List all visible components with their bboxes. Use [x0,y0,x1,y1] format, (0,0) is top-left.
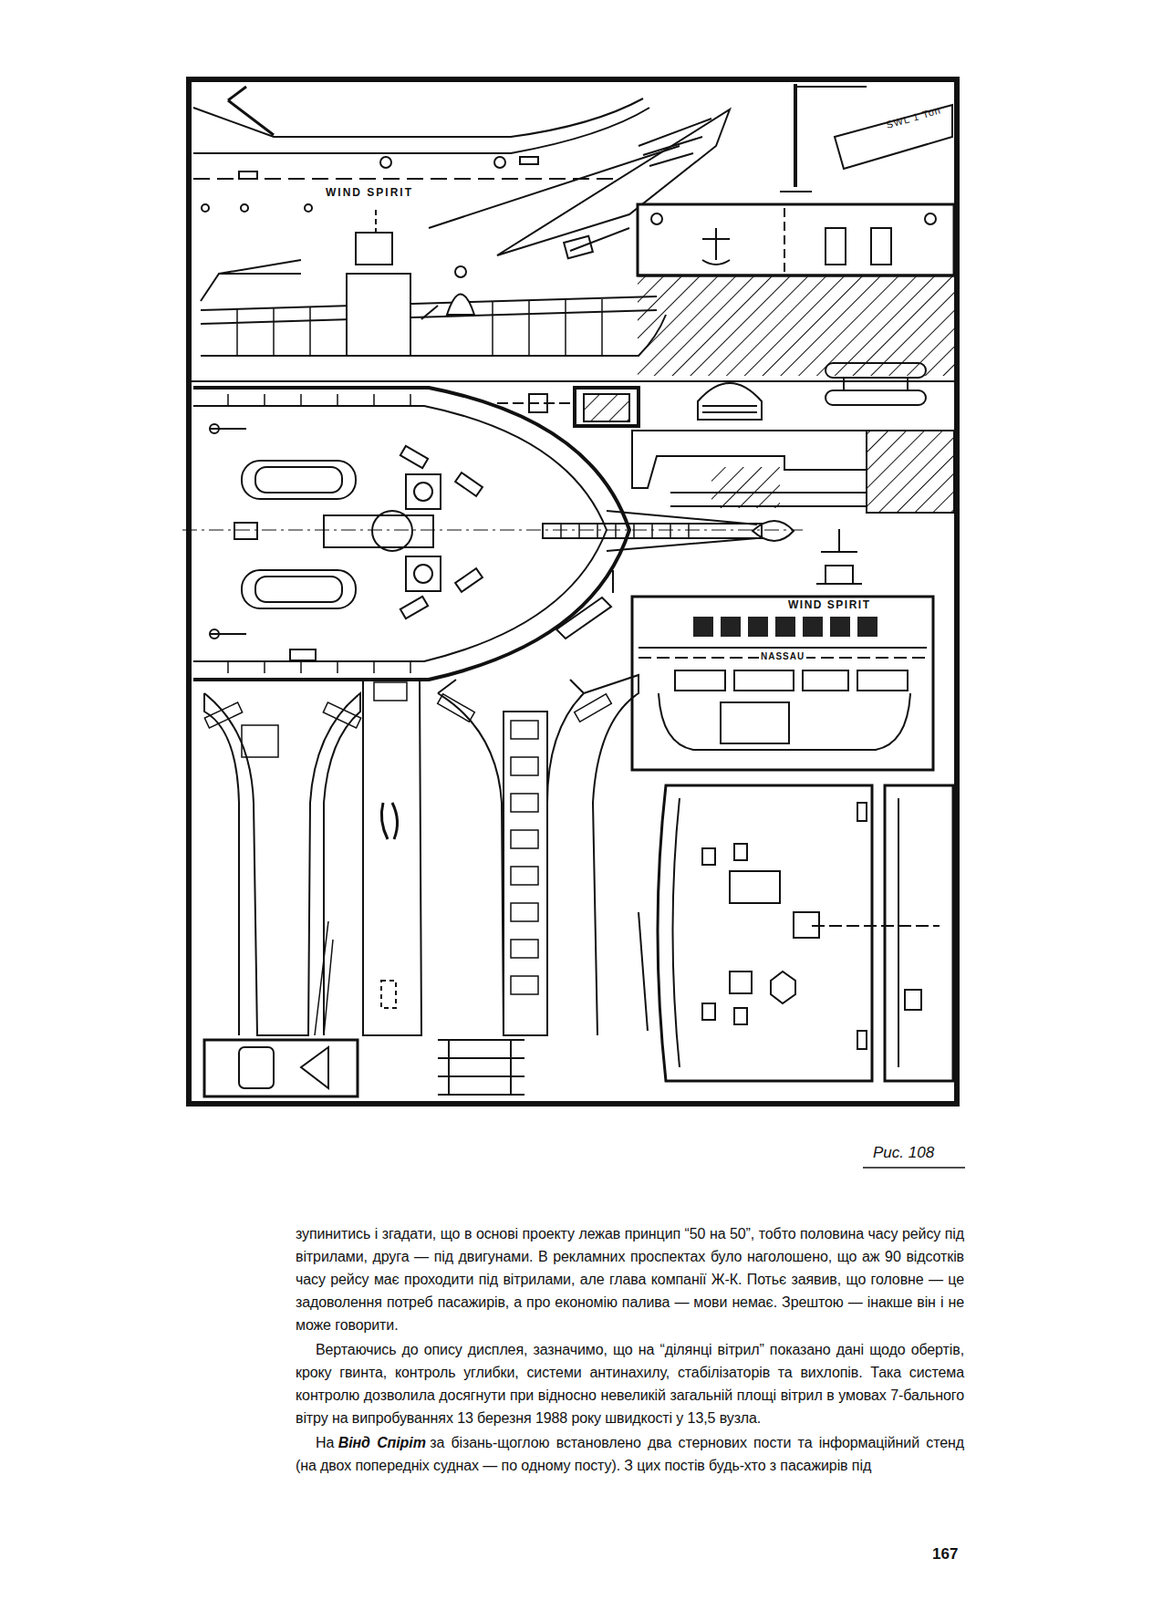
body-text: зупинитись і згадати, що в основі проект… [295,1222,965,1479]
figure-caption: Рис. 108 [871,1144,936,1163]
ship-name: Вінд Спіріт [338,1434,426,1451]
paragraph: Вертаючись до опису дисплея, зазначимо, … [295,1338,965,1430]
text-run: На [315,1434,334,1451]
ship-label: WIND SPIRIT [323,186,416,199]
ship-label: NASSAU [758,651,807,662]
ship-label: WIND SPIRIT [786,599,873,612]
paragraph: зупинитись і згадати, що в основі проект… [295,1222,965,1337]
page-number: 167 [930,1546,960,1564]
paragraph: НаВінд Спірітза бізань-щоглою встановлен… [295,1431,965,1477]
